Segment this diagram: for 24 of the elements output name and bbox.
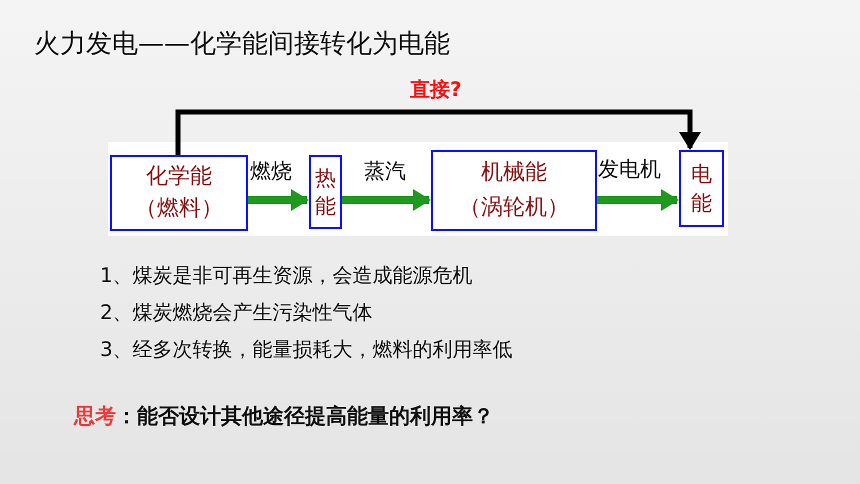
question-label: 思考 (74, 403, 116, 430)
note-text: 1、煤炭是非可再生资源，会造成能源危机 (100, 262, 473, 289)
process-box (679, 150, 724, 227)
process-box (309, 155, 342, 229)
box-text: （涡轮机） (459, 196, 569, 220)
question-text: ：能否设计其他途径提高能量的利用率？ (116, 403, 494, 430)
arrow (248, 189, 309, 211)
edge-label: 发电机 (598, 158, 661, 182)
edge-label: 直接? (410, 78, 462, 100)
box-text: （燃料） (135, 196, 223, 222)
box-text: 机械能 (481, 161, 547, 186)
note-text: 2、煤炭燃烧会产生污染性气体 (100, 299, 373, 326)
box-text: 热能 (315, 164, 336, 220)
arrow (597, 189, 679, 211)
edge-label: 蒸汽 (364, 160, 406, 184)
box-text: 化学能 (146, 164, 212, 190)
edge-label: 燃烧 (250, 160, 292, 184)
box-text: 电能 (691, 161, 712, 216)
process-box (431, 150, 597, 231)
arrow (176, 110, 701, 155)
note-text: 3、经多次转换，能量损耗大，燃料的利用率低 (100, 336, 513, 363)
slide-title: 火力发电——化学能间接转化为电能 (34, 28, 450, 61)
process-box (110, 155, 248, 231)
arrow (342, 189, 431, 211)
